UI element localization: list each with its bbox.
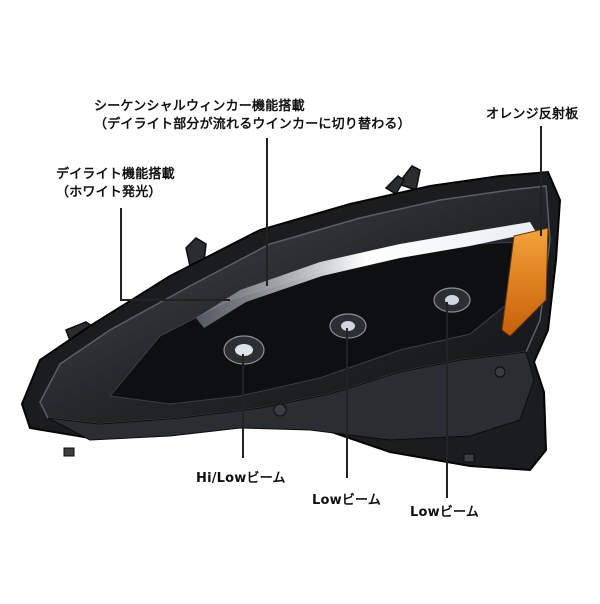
- sequential-turn-line1: シーケンシャルウィンカー機能搭載: [94, 99, 305, 114]
- sequential-turn-line2: （デイライト部分が流れるウインカーに切り替わる）: [94, 117, 411, 132]
- daylight-line1: デイライト機能搭載: [56, 167, 175, 182]
- hi-low-beam-label: Hi/Lowビーム: [196, 471, 286, 486]
- leader-daylight-horizontal: [120, 299, 230, 301]
- lower-trim: [47, 351, 535, 441]
- leader-sequential-vertical: [266, 138, 268, 286]
- leader-low-right-vertical: [446, 302, 448, 498]
- daylight-label: デイライト機能搭載 （ホワイト発光）: [56, 166, 175, 202]
- low-beam-right-label: Lowビーム: [410, 505, 480, 520]
- leader-low-center-vertical: [346, 328, 348, 478]
- daylight-line2: （ホワイト発光）: [56, 185, 162, 200]
- leader-orange-vertical: [540, 126, 542, 236]
- bottom-clips: [63, 366, 506, 463]
- drl-light-strip: [196, 222, 536, 328]
- projector-units: [223, 287, 471, 365]
- low-beam-center-label: Lowビーム: [312, 493, 382, 508]
- leader-daylight-vertical: [120, 208, 122, 300]
- amber-reflector: [501, 227, 549, 337]
- leader-hilow-vertical: [242, 354, 244, 458]
- sequential-turn-label: シーケンシャルウィンカー機能搭載 （デイライト部分が流れるウインカーに切り替わる…: [94, 98, 411, 134]
- orange-reflector-label: オレンジ反射板: [486, 107, 579, 122]
